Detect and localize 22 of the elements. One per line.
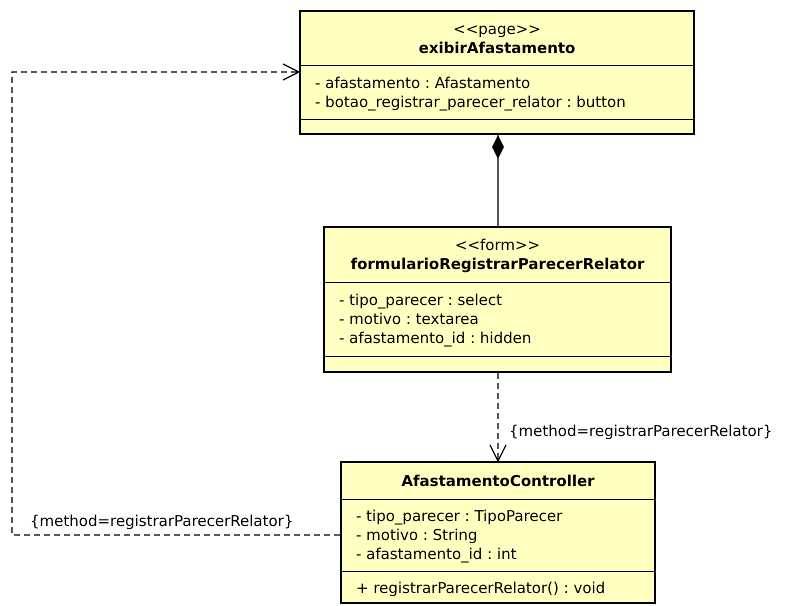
attribute-text: - botao_registrar_parecer_relator : button — [315, 92, 627, 112]
class-box — [323, 226, 672, 373]
edge-label: {method=registrarParecerRelator} — [30, 512, 294, 530]
attribute-text: - tipo_parecer : TipoParecer — [356, 507, 564, 526]
class-name: AfastamentoController — [401, 472, 595, 490]
stereotype-label: <<page>> — [453, 20, 541, 38]
stereotype-label: <<form>> — [454, 236, 540, 255]
attribute-text: - tipo_parecer : select — [339, 291, 504, 310]
class-name: formularioRegistrarParecerRelator — [350, 255, 644, 274]
attribute-text: - motivo : textarea — [339, 310, 480, 329]
operation-text: + registrarParecerRelator() : void — [356, 578, 606, 598]
class-box — [299, 10, 695, 135]
dependency-arrow — [11, 63, 340, 536]
class-box — [340, 461, 656, 604]
edge-label: {method=registrarParecerRelator} — [509, 422, 772, 440]
composition-line — [492, 135, 504, 226]
attribute-text: - afastamento_id : int — [356, 545, 518, 564]
dependency-arrow — [489, 373, 507, 462]
attribute-text: - motivo : String — [356, 526, 478, 545]
class-name: exibirAfastamento — [418, 38, 576, 58]
attribute-text: - afastamento : Afastamento — [315, 74, 532, 92]
attribute-text: - afastamento_id : hidden — [339, 329, 532, 348]
